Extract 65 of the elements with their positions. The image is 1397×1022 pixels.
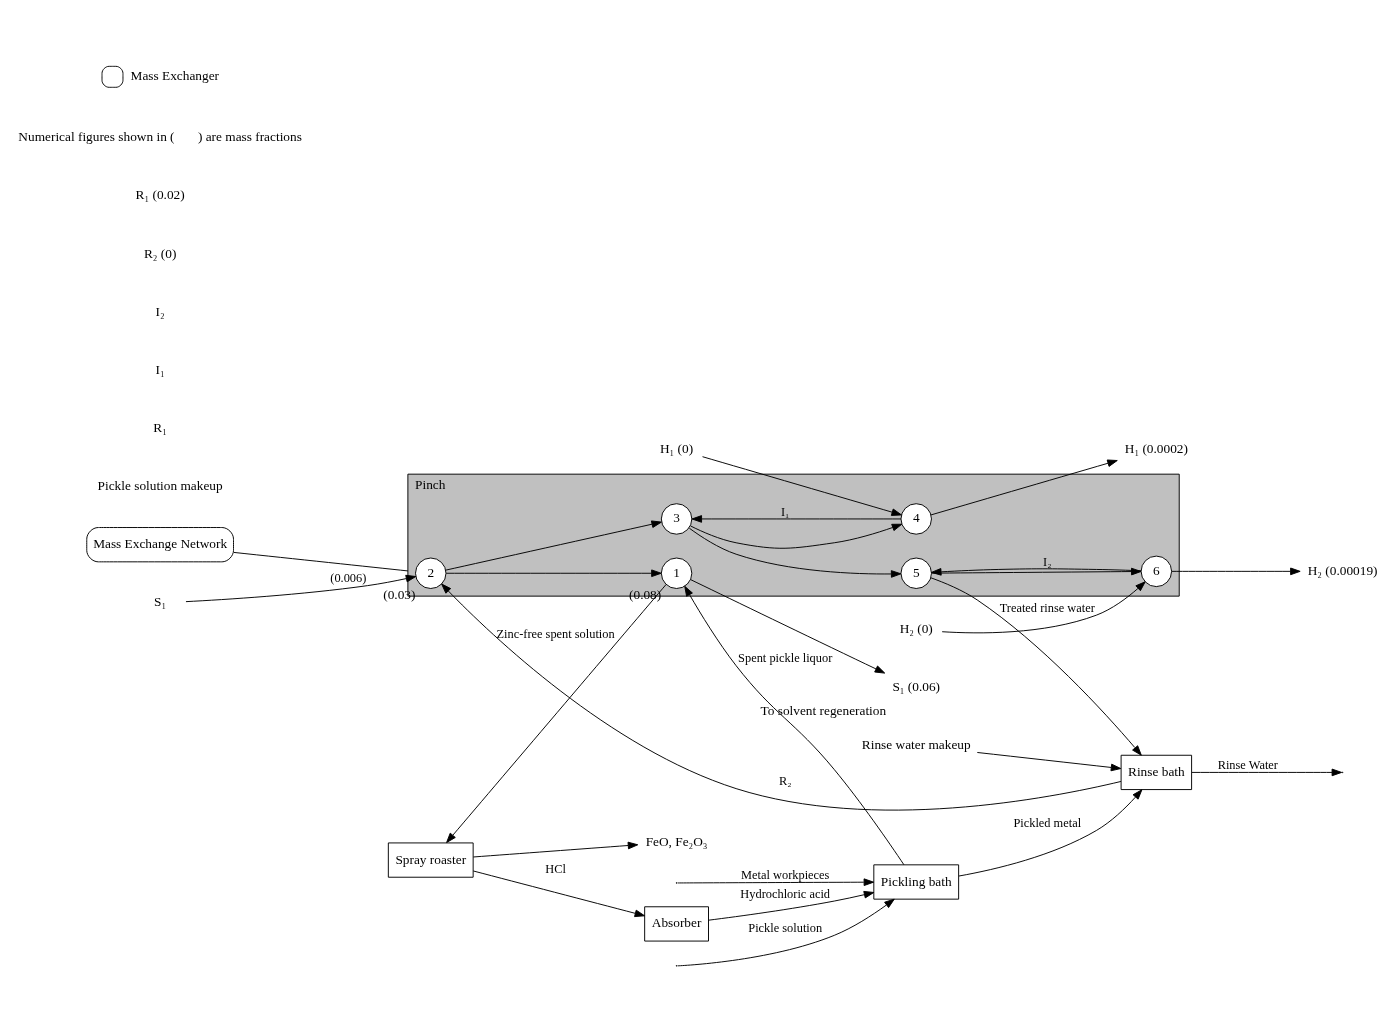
node-box: Spray roaster [387, 841, 474, 878]
arrow [445, 568, 662, 577]
arrow [702, 455, 902, 516]
edge-label: Metal workpieces [741, 867, 830, 882]
arrow [930, 576, 1142, 756]
node-circle: 1 [660, 557, 693, 589]
node-label: To solvent regeneration [760, 702, 887, 718]
label: I₁ [155, 361, 165, 377]
arrow [688, 527, 902, 578]
arrow [1191, 768, 1343, 776]
label: R₁ (0.02) [135, 186, 185, 202]
node-circle: 3 [660, 502, 693, 535]
node-text: S₁ [154, 593, 167, 609]
label: R₂ (0) [143, 245, 177, 261]
arrow [708, 890, 875, 921]
node-box: Mass Exchange Network [86, 526, 234, 562]
node-text: Rinse water makeup [861, 736, 971, 752]
edge-label: Rinse Water [1217, 757, 1278, 772]
edge-label: I₂ [1043, 554, 1052, 569]
arrow [1171, 567, 1301, 575]
node-text: FeO, Fe₂O₃ [645, 833, 708, 848]
node-box: Rinse bath [1120, 754, 1193, 790]
arrow [941, 580, 1146, 633]
edge-label: Pickled metal [1013, 815, 1082, 830]
edge-label: R₂ [778, 773, 792, 788]
edge-label: HCl [545, 861, 566, 876]
node-box: Absorber [644, 905, 709, 942]
arrow [446, 583, 667, 843]
label: R₁ [153, 419, 167, 435]
arrow [185, 574, 417, 602]
arrow [445, 519, 662, 571]
arrow [677, 877, 875, 886]
node-box: Pickling bath [873, 863, 960, 900]
node-circle: 6 [1140, 555, 1173, 587]
label: I₂ [155, 303, 165, 319]
edge-label: Zinc-free spent solution [496, 626, 615, 641]
edge-label: (0.006) [330, 570, 367, 585]
arrow [691, 514, 902, 523]
arrow [684, 585, 905, 865]
edge-label: Spent pickle liquor [738, 650, 833, 665]
arrow [472, 841, 639, 857]
node-text: H₁ (0) [660, 440, 694, 456]
arrow [976, 751, 1122, 771]
arrow [690, 578, 886, 674]
node-circle: 2 [415, 557, 447, 589]
edge-label: Treated rinse water [999, 600, 1095, 615]
edge-label: Pickle solution [748, 920, 823, 935]
edge-label: Hydrochloric acid [740, 886, 831, 901]
arrow [472, 870, 646, 917]
edge-label: I₁ [780, 504, 790, 519]
arrow [690, 523, 903, 549]
label: Numerical figures shown in ( ) are mass fractions [18, 128, 302, 144]
arrow [677, 898, 895, 966]
connector [233, 551, 409, 571]
node-circle: 5 [900, 557, 932, 589]
arrow [958, 788, 1143, 876]
node-circle: 4 [900, 502, 932, 535]
node-text: H₂ (0.00019) [1307, 562, 1378, 578]
node-text: S₁ (0.06) [892, 678, 941, 694]
node-text: H₁ (0.0002) [1124, 440, 1188, 456]
legend-label: Mass Exchanger [130, 67, 220, 83]
node-text: H₂ (0) [899, 620, 933, 636]
arrow [441, 583, 1122, 810]
arrow [930, 459, 1118, 515]
label: Pickle solution makeup [97, 477, 223, 493]
